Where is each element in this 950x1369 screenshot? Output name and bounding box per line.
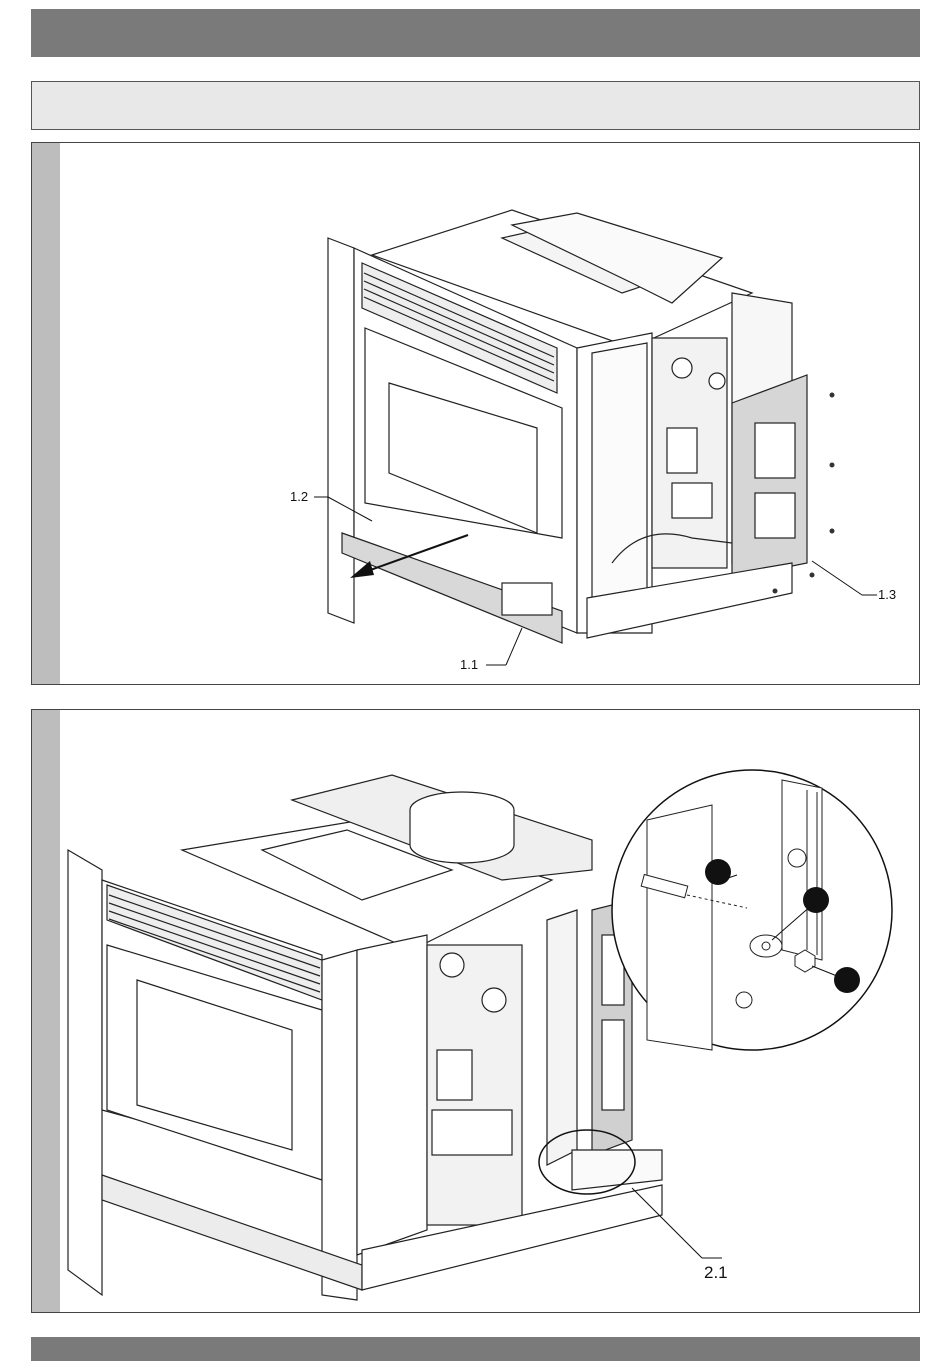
stove-illustration-1: 1.2 1.1 1.3 [32, 143, 919, 684]
callout-1-3: 1.3 [878, 587, 896, 602]
figure-panel-2: 2.1 [31, 709, 920, 1313]
footer-bar [31, 1337, 920, 1361]
stove-illustration-2: 2.1 [32, 710, 919, 1312]
section-title-bar [31, 81, 920, 130]
detail-zoom-circle [612, 770, 892, 1050]
header-bar [31, 9, 920, 57]
figure-panel-1: 1.2 1.1 1.3 [31, 142, 920, 685]
callout-2-1: 2.1 [704, 1263, 728, 1282]
callout-1-2: 1.2 [290, 489, 308, 504]
callout-1-1: 1.1 [460, 657, 478, 672]
